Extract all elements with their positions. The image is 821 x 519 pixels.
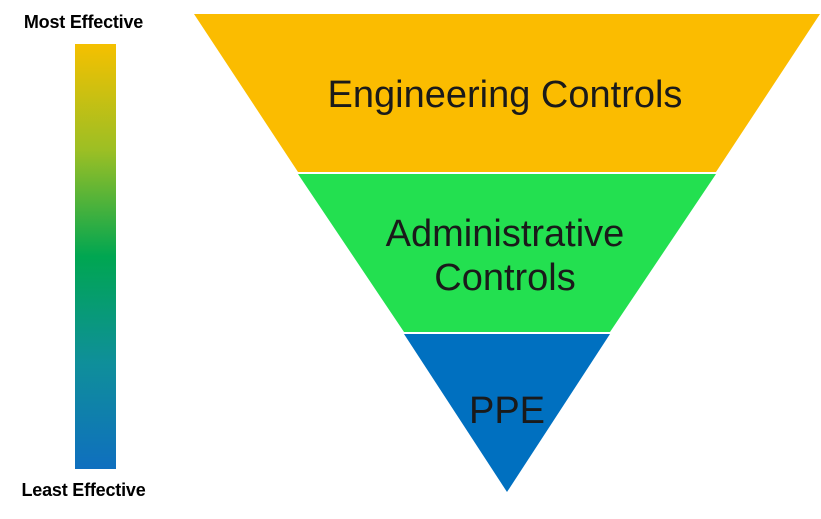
engineering-controls-label: Engineering Controls xyxy=(290,73,720,117)
tier-label-line: Administrative xyxy=(385,213,625,255)
engineering-controls-tier xyxy=(194,14,820,172)
least-effective-label: Least Effective xyxy=(21,480,146,500)
ppe-tier xyxy=(404,334,610,492)
tier-label-line: PPE xyxy=(468,390,546,432)
effectiveness-gradient-bar xyxy=(75,44,116,469)
tier-label-line: Controls xyxy=(434,257,576,299)
administrative-controls-tier xyxy=(298,174,716,332)
most-effective-label: Most Effective xyxy=(23,12,144,32)
ppe-label: PPE xyxy=(447,389,567,433)
administrative-controls-label: Administrative Controls xyxy=(300,212,710,300)
tier-label-line: Engineering Controls xyxy=(327,74,683,116)
